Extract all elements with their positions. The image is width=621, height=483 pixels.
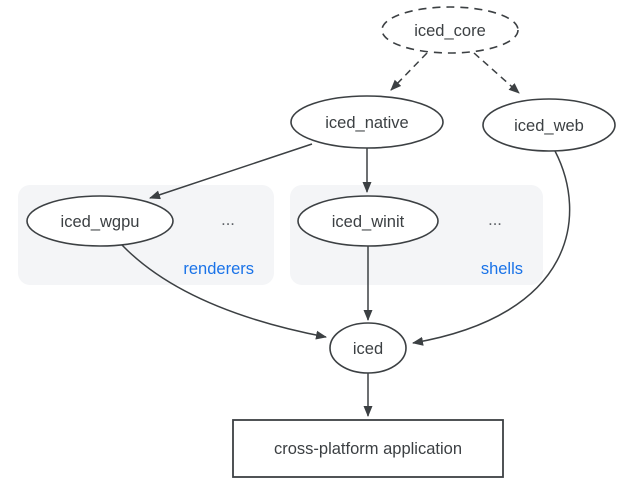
node-iced-winit xyxy=(297,195,439,247)
node-iced-label: iced xyxy=(353,340,383,358)
node-iced-native-label: iced_native xyxy=(325,114,408,132)
node-iced-native xyxy=(290,95,444,149)
node-iced-core-label: iced_core xyxy=(414,22,486,40)
node-cross-platform-application-label: cross-platform application xyxy=(274,440,462,458)
edge-core-to-native-arrow xyxy=(390,52,428,91)
edge-core-to-web-arrow xyxy=(473,52,520,94)
node-iced-web xyxy=(482,98,616,152)
edge-native-to-wgpu-arrow xyxy=(149,143,313,200)
edge-wgpu-to-iced-arrow xyxy=(121,244,327,340)
node-iced-core xyxy=(381,6,519,54)
node-iced xyxy=(329,322,407,374)
node-iced-winit-label: iced_winit xyxy=(332,213,405,231)
node-cross-platform-application xyxy=(232,419,504,478)
edge-web-to-iced-arrow xyxy=(412,150,571,346)
shells-group-label: shells xyxy=(481,260,523,278)
renderers-ellipsis: ... xyxy=(221,211,235,229)
renderers-group-label: renderers xyxy=(183,260,254,278)
node-iced-wgpu xyxy=(26,195,174,247)
node-iced-web-label: iced_web xyxy=(514,117,584,135)
shells-ellipsis: ... xyxy=(488,211,502,229)
node-iced-wgpu-label: iced_wgpu xyxy=(61,213,140,231)
